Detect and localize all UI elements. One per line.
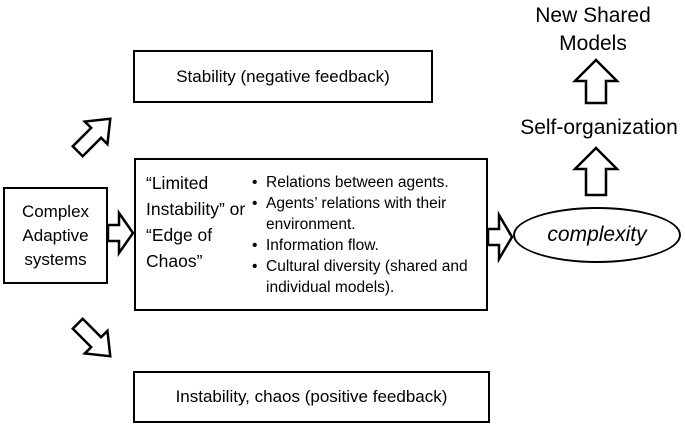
list-item-text: Cultural diversity (shared and individua… [266, 258, 468, 296]
block-arrow-down-right-icon [71, 317, 112, 358]
complexity-ellipse: complexity [513, 207, 681, 263]
bullet-icon: • [252, 237, 258, 254]
list-item: • Information flow. [252, 235, 480, 256]
stability-box: Stability (negative feedback) [133, 50, 433, 103]
edge-of-chaos-box: “Limited Instability” or “Edge of Chaos”… [134, 158, 488, 311]
block-arrow-right-icon [106, 209, 135, 257]
bullet-icon: • [252, 195, 258, 212]
characteristics-list: • Relations between agents. • Agents’ re… [252, 172, 480, 298]
complex-adaptive-systems-box: Complex Adaptive systems [3, 187, 108, 284]
list-item: • Relations between agents. [252, 172, 480, 193]
list-item-text: Relations between agents. [266, 174, 449, 191]
list-item: • Cultural diversity (shared and individ… [252, 256, 480, 298]
edge-of-chaos-title: “Limited Instability” or “Edge of Chaos” [146, 173, 246, 271]
block-arrow-up-icon [571, 58, 621, 105]
new-shared-models-label: New Shared Models [535, 4, 651, 55]
self-organization-label: Self-organization [520, 116, 678, 139]
block-arrow-up-icon [571, 146, 621, 197]
bullet-icon: • [252, 174, 258, 191]
instability-chaos-box: Instability, chaos (positive feedback) [133, 371, 490, 423]
block-arrow-right-icon [486, 210, 514, 264]
list-item: • Agents’ relations with their environme… [252, 193, 480, 235]
block-arrow-up-right-icon [71, 117, 112, 158]
list-item-text: Agents’ relations with their environment… [266, 195, 447, 233]
bullet-icon: • [252, 258, 258, 275]
list-item-text: Information flow. [266, 237, 379, 254]
